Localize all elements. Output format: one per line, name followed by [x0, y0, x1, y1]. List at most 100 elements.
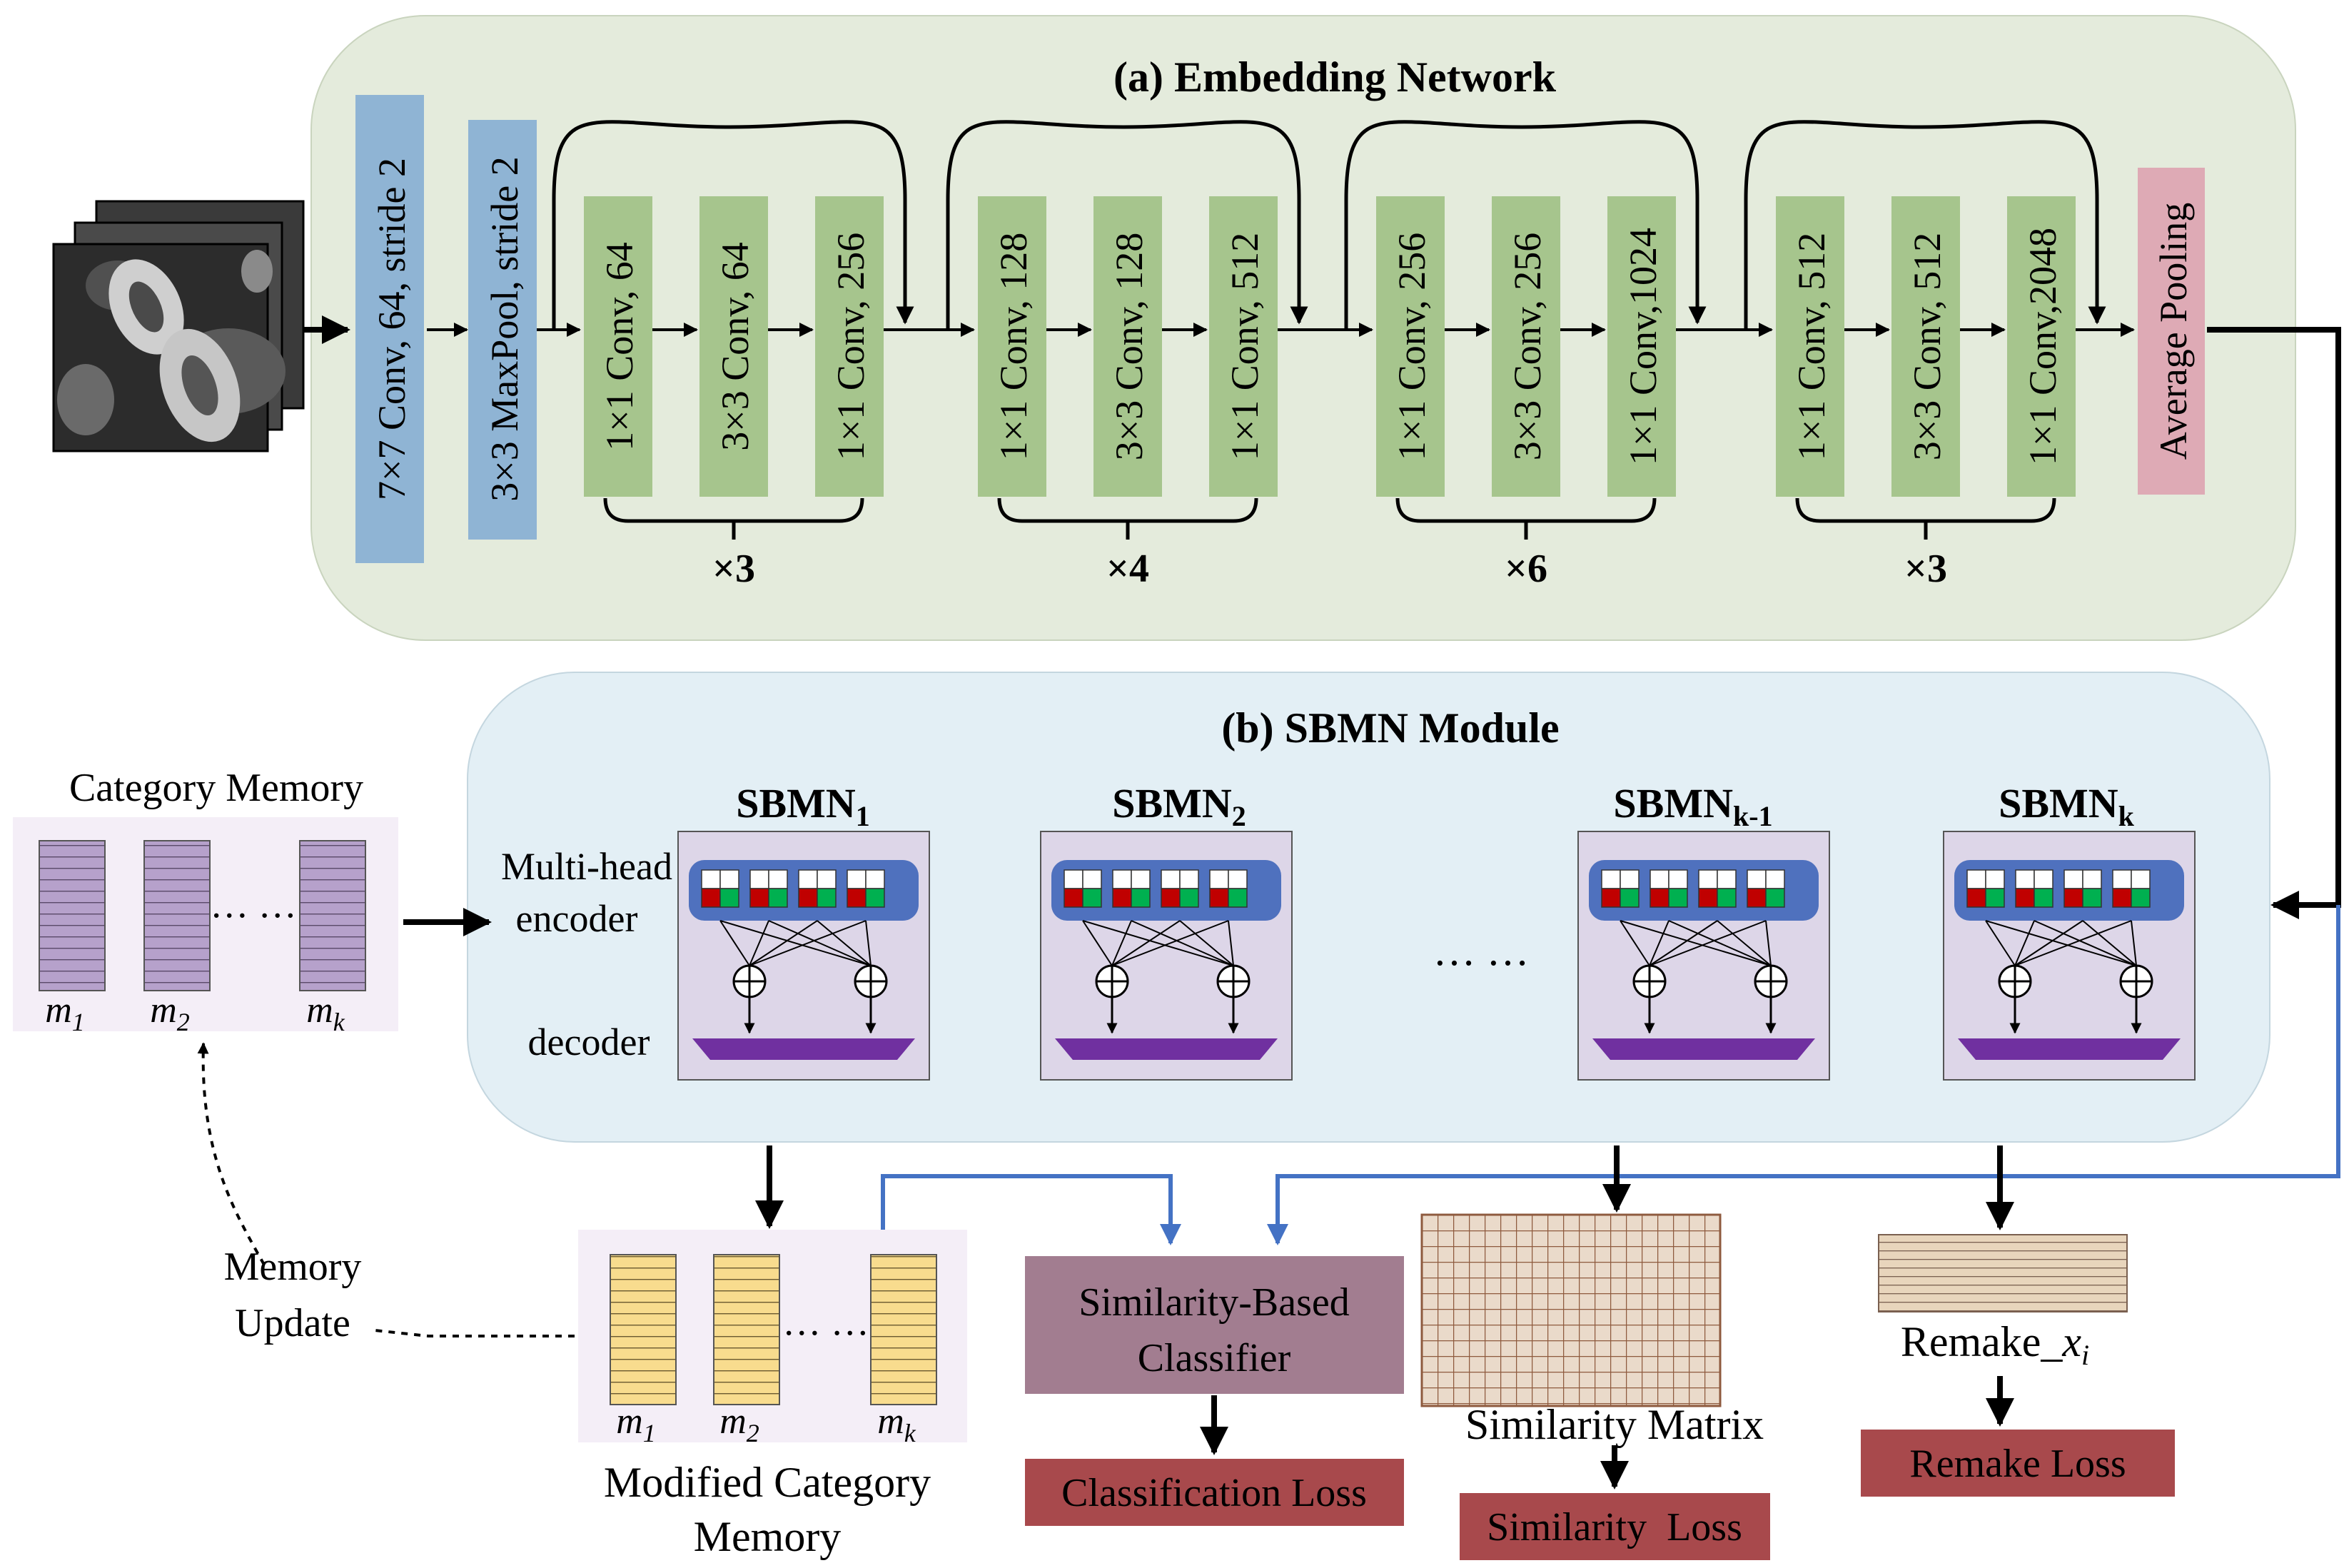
maxpool-label: 3×3 MaxPool, stride 2 — [483, 156, 526, 501]
stage-2-skip-connection — [946, 120, 1308, 330]
stage-2: 1×1 Conv, 128 3×3 Conv, 128 1×1 Conv, 512 ×… — [946, 120, 1373, 591]
stage-4: 1×1 Conv, 512 3×3 Conv, 512 1×1 Conv,2048 ×… — [1744, 120, 2135, 591]
stage-3-conv-3 — [1607, 196, 1676, 497]
sbmn-unit-2-title: SBMN2 — [1112, 780, 1246, 832]
similarity-loss-label: Similarity Loss — [1487, 1505, 1742, 1549]
sbmn-unit-2-decoder — [1055, 1038, 1278, 1060]
blue-feature-lines — [881, 905, 2340, 1245]
category-memory-vector-3 — [299, 840, 366, 991]
maxpool-block — [468, 120, 537, 540]
remake-label: Remake_xi — [1901, 1318, 2089, 1371]
multihead-label-1: Multi-head — [501, 845, 672, 888]
stage-2-conv-1-label: 1×1 Conv, 128 — [992, 233, 1035, 460]
sbmn-unit-1-title: SBMN1 — [736, 780, 870, 832]
category-memory-label-1: m1 — [45, 990, 85, 1036]
category-memory-title: Category Memory — [69, 766, 363, 810]
sbmn-unit-3: SBMNk-1 — [1577, 780, 1830, 1081]
stage-1-conv-3-label: 1×1 Conv, 256 — [829, 233, 872, 460]
classification-loss-box — [1025, 1459, 1404, 1526]
stage-1-conv-3 — [815, 196, 884, 497]
memory-update-link — [197, 1042, 575, 1337]
embedding-network-title: (a) Embedding Network — [1113, 54, 1557, 101]
stage-3-repeat: ×6 — [1505, 547, 1547, 591]
stage-1-conv-1-label: 1×1 Conv, 64 — [598, 242, 641, 450]
average-pooling-label: Average Pooling — [2152, 203, 2195, 460]
sbmn-unit-1: SBMN1 — [677, 780, 930, 1081]
modified-memory-vector-2 — [713, 1254, 780, 1405]
memory-update-label-2: Update — [235, 1301, 350, 1345]
modified-memory-vector-3 — [870, 1254, 937, 1405]
sbmn-unit-3-decoder — [1592, 1038, 1815, 1060]
stage-4-conv-2-label: 3×3 Conv, 512 — [1906, 233, 1949, 460]
modified-memory-ellipsis: … … — [782, 1300, 869, 1343]
stage-2-conv-3 — [1209, 196, 1278, 497]
stage-4-conv-3 — [2007, 196, 2076, 497]
memory-update-label-1: Memory — [224, 1245, 362, 1289]
modified-memory-label-3: mk — [877, 1401, 916, 1447]
classification-loss-label: Classification Loss — [1061, 1471, 1367, 1515]
stage-4-conv-2 — [1891, 196, 1960, 497]
similarity-matrix-label: Similarity Matrix — [1465, 1401, 1764, 1448]
average-pooling-block — [2138, 168, 2205, 495]
modified-memory-label-2: m2 — [719, 1401, 759, 1447]
stage-1-conv-2-label: 3×3 Conv, 64 — [714, 242, 757, 450]
category-memory-label-3: mk — [306, 990, 345, 1036]
stage-1-conv-1 — [584, 196, 652, 497]
stage-1-skip-connection — [552, 120, 914, 330]
stage-2-conv-2 — [1093, 196, 1162, 497]
stage-3-conv-2-label: 3×3 Conv, 256 — [1506, 233, 1549, 460]
modified-memory-vectors: m1 m2 mk — [610, 1254, 937, 1447]
multihead-label-2: encoder — [516, 897, 638, 940]
decoder-label: decoder — [528, 1021, 650, 1063]
category-memory-ellipsis: … … — [210, 883, 297, 926]
category-memory-label-2: m2 — [150, 990, 190, 1036]
sbmn-ellipsis: … … — [1433, 927, 1530, 974]
similarity-loss-box — [1460, 1493, 1770, 1560]
stage-4-conv-1 — [1776, 196, 1844, 497]
stage-3-skip-connection — [1344, 120, 1707, 330]
input-images — [52, 200, 305, 452]
stage-1-conv-2 — [699, 196, 768, 497]
stage-2-conv-2-label: 3×3 Conv, 128 — [1108, 233, 1151, 460]
conv7-block — [355, 95, 424, 563]
stage-2-conv-1 — [978, 196, 1046, 497]
classifier-label-1: Similarity-Based — [1078, 1280, 1350, 1325]
sbmn-unit-3-title: SBMNk-1 — [1613, 780, 1772, 832]
stage-1: 1×1 Conv, 64 3×3 Conv, 64 1×1 Conv, 256 ×3 — [552, 120, 975, 591]
stage-2-conv-3-label: 1×1 Conv, 512 — [1223, 233, 1266, 460]
stage-3-conv-2 — [1492, 196, 1560, 497]
stage-2-repeat: ×4 — [1106, 547, 1149, 591]
sbmn-units: SBMN1 SBMN2 SBMNk-1 SBMNk — [677, 780, 2196, 1081]
modified-memory-title-2: Memory — [694, 1513, 842, 1560]
modified-memory-label-1: m1 — [616, 1401, 656, 1447]
modified-memory-vector-1 — [610, 1254, 677, 1405]
sbmn-unit-4-title: SBMNk — [1999, 780, 2135, 832]
similarity-classifier-box — [1025, 1256, 1404, 1394]
sbmn-module-title: (b) SBMN Module — [1221, 704, 1559, 752]
category-memory-vector-1 — [39, 840, 106, 991]
classifier-label-2: Classifier — [1138, 1336, 1291, 1380]
remake-loss-label: Remake Loss — [1909, 1442, 2126, 1486]
category-memory-vectors: m1 m2 mk — [39, 840, 366, 1036]
stage-4-conv-3-label: 1×1 Conv,2048 — [2021, 228, 2064, 465]
conv7-label: 7×7 Conv, 64, stride 2 — [370, 158, 413, 500]
remake-vector — [1878, 1234, 2128, 1312]
sbmn-unit-4: SBMNk — [1943, 780, 2196, 1081]
modified-memory-title-1: Modified Category — [604, 1459, 931, 1506]
stage-4-repeat: ×3 — [1904, 547, 1947, 591]
remake-loss-box — [1861, 1430, 2175, 1497]
stage-3-conv-1-label: 1×1 Conv, 256 — [1390, 233, 1433, 460]
stage-1-repeat: ×3 — [712, 547, 755, 591]
sbmn-unit-4-decoder — [1958, 1038, 2181, 1060]
sbmn-unit-1-decoder — [692, 1038, 915, 1060]
category-memory-vector-2 — [143, 840, 211, 991]
stage-4-conv-1-label: 1×1 Conv, 512 — [1790, 233, 1833, 460]
embedding-flow-arrows — [303, 315, 2341, 919]
sbmn-unit-2: SBMN2 — [1040, 780, 1293, 1081]
stage-3-conv-1 — [1376, 196, 1445, 497]
stage-4-skip-connection — [1744, 120, 2106, 330]
